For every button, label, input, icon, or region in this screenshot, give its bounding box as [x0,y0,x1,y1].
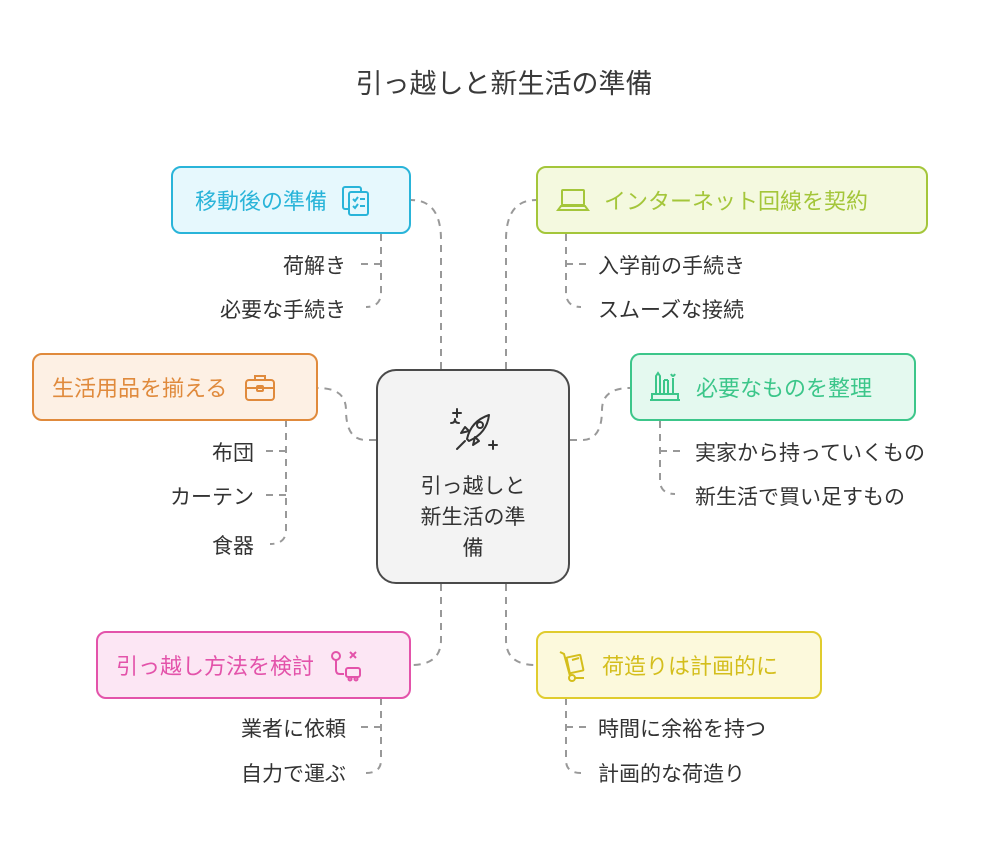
branch-packing-label: 荷造りは計画的に [602,655,779,680]
internet-item-1: 入学前の手続き [598,254,745,278]
branch-moving-prep-label: 移動後の準備 [195,190,328,215]
clipboard-list-icon [342,186,370,216]
moving-prep-item-2: 必要な手続き [220,298,346,322]
supplies-item-3: 食器 [212,534,254,558]
briefcase-icon [245,375,276,401]
branch-supplies-label: 生活用品を揃える [52,377,228,402]
branch-method[interactable]: 引っ越し方法を検討 [96,631,411,699]
branch-packing[interactable]: 荷造りは計画的に [536,631,822,699]
center-label-line-3: 備 [462,536,484,560]
branch-internet-label: インターネット回線を契約 [604,190,869,215]
pencil-cup-icon [650,371,680,401]
branch-supplies[interactable]: 生活用品を揃える [32,353,318,421]
center-label-line-2: 新生活の準 [420,505,526,529]
internet-item-2: スムーズな接続 [598,298,744,322]
route-icon [331,651,362,682]
hand-truck-icon [559,651,585,682]
branch-moving-prep[interactable]: 移動後の準備 [171,166,411,234]
branch-method-label: 引っ越し方法を検討 [116,655,315,680]
page-title: 引っ越しと新生活の準備 [355,69,653,100]
organize-item-2: 新生活で買い足すもの [695,485,905,509]
supplies-item-2: カーテン [170,485,254,509]
branch-internet[interactable]: インターネット回線を契約 [536,166,928,234]
branch-organize-label: 必要なものを整理 [696,377,873,402]
supplies-item-1: 布団 [212,441,254,465]
method-item-1: 業者に依頼 [241,717,346,741]
rocket-icon [450,408,498,450]
packing-item-2: 計画的な荷造り [598,762,745,786]
moving-prep-item-1: 荷解き [283,254,346,278]
method-item-2: 自力で運ぶ [241,762,346,786]
laptop-icon [556,189,590,211]
organize-item-1: 実家から持っていくもの [695,441,925,465]
packing-item-1: 時間に余裕を持つ [598,717,766,741]
center-node: 引っ越しと 新生活の準 備 [376,369,570,584]
branch-organize[interactable]: 必要なものを整理 [630,353,916,421]
center-label-line-1: 引っ越しと [420,474,526,498]
